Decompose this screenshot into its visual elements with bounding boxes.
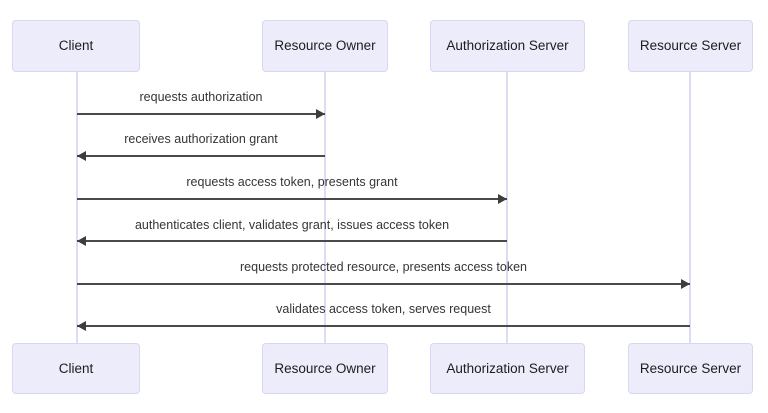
participant-resource-server-top[interactable]: Resource Server (628, 20, 753, 72)
participant-resource-owner-top[interactable]: Resource Owner (262, 20, 388, 72)
message-line-2 (77, 155, 325, 157)
message-label-4: authenticates client, validates grant, i… (134, 218, 450, 232)
message-label-1: requests authorization (139, 90, 263, 104)
participant-resource-server-bottom[interactable]: Resource Server (628, 343, 753, 394)
participant-label: Client (58, 38, 94, 54)
message-arrowhead-left-6 (77, 321, 86, 331)
lifeline-resource-owner (324, 72, 326, 343)
participant-client-top[interactable]: Client (12, 20, 140, 72)
participant-label: Resource Server (639, 38, 742, 54)
message-label-3: requests access token, presents grant (186, 175, 398, 189)
participant-label: Resource Server (639, 360, 742, 376)
message-label-2: receives authorization grant (124, 132, 278, 146)
message-arrowhead-right-3 (498, 194, 507, 204)
lifeline-resource-server (689, 72, 691, 343)
message-line-1 (77, 113, 325, 115)
participant-resource-owner-bottom[interactable]: Resource Owner (262, 343, 388, 394)
message-arrowhead-left-2 (77, 151, 86, 161)
participant-label: Client (58, 360, 94, 376)
participant-client-bottom[interactable]: Client (12, 343, 140, 394)
message-arrowhead-left-4 (77, 236, 86, 246)
message-line-6 (77, 325, 690, 327)
participant-label: Authorization Server (446, 360, 569, 376)
message-arrowhead-right-5 (681, 279, 690, 289)
participant-label: Authorization Server (446, 38, 569, 54)
message-line-5 (77, 283, 690, 285)
message-arrowhead-right-1 (316, 109, 325, 119)
lifeline-client (76, 72, 78, 343)
message-line-3 (77, 198, 507, 200)
lifeline-authorization-server (506, 72, 508, 343)
participant-label: Resource Owner (274, 38, 376, 54)
message-label-6: validates access token, serves request (276, 302, 491, 316)
participant-authorization-server-top[interactable]: Authorization Server (430, 20, 585, 72)
message-label-5: requests protected resource, presents ac… (240, 260, 527, 274)
message-line-4 (77, 240, 507, 242)
participant-label: Resource Owner (274, 360, 376, 376)
participant-authorization-server-bottom[interactable]: Authorization Server (430, 343, 585, 394)
